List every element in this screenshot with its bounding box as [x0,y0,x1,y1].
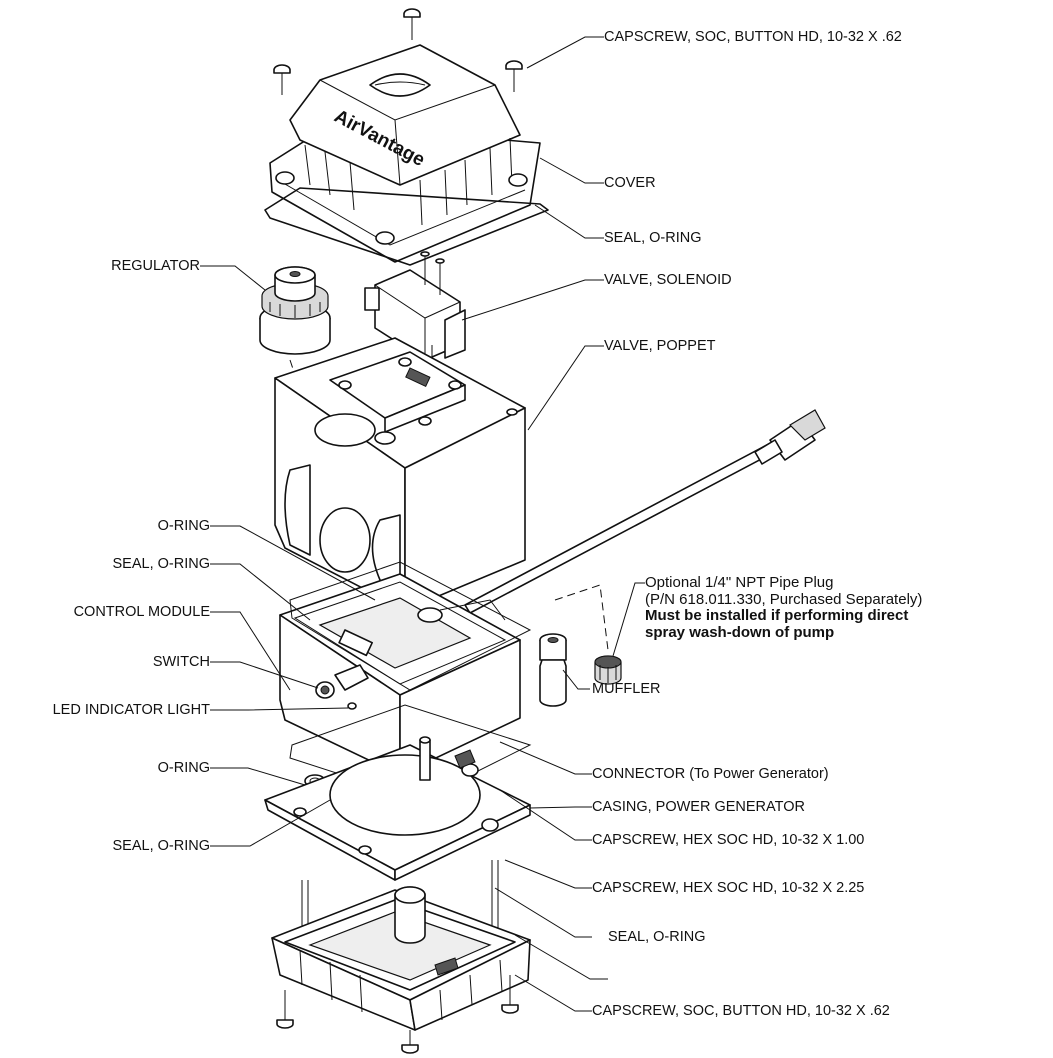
label-valve-poppet: VALVE, POPPET [604,338,716,354]
cover-part: AirVantage [269,44,541,263]
note-line-2: (P/N 618.011.330, Purchased Separately) [645,590,923,608]
label-connector: CONNECTOR (To Power Generator) [592,766,829,782]
casing-power-generator-part [264,736,531,881]
note-line-3: Must be installed if performing direct [645,607,909,624]
label-regulator: REGULATOR [111,258,200,274]
note-line-4: spray wash-down of pump [645,623,835,641]
lower-housing-part [271,886,531,1031]
label-casing: CASING, POWER GENERATOR [592,799,805,815]
plug-axis [554,584,609,651]
pipe-plug-part [594,655,622,685]
label-seal-bottom: SEAL, O-RING [608,929,706,945]
bottom-capscrews [276,975,519,1054]
label-capscrew-top: CAPSCREW, SOC, BUTTON HD, 10-32 X .62 [604,29,902,45]
leader-lines [200,36,645,1012]
label-valve-solenoid: VALVE, SOLENOID [604,272,732,288]
label-cover: COVER [604,175,656,191]
label-led-indicator: LED INDICATOR LIGHT [52,702,210,718]
label-o-ring-2: O-RING [157,760,210,776]
label-seal-oring-left2: SEAL, O-RING [112,838,211,854]
seal-module-top [289,561,532,691]
label-capscrew-100: CAPSCREW, HEX SOC HD, 10-32 X 1.00 [592,832,865,848]
pipe-plug-note: Optional 1/4" NPT Pipe Plug (P/N 618.011… [645,574,923,641]
muffler-part [539,633,567,707]
solenoid-valve-part [364,251,466,380]
label-muffler: MUFFLER [592,681,661,697]
label-seal-oring-left: SEAL, O-RING [112,556,211,572]
cable-part [464,409,826,614]
label-control-module: CONTROL MODULE [73,604,210,620]
regulator-part [259,266,331,355]
poppet-valve-part [274,337,526,611]
label-switch: SWITCH [152,654,210,670]
note-line-1: Optional 1/4" NPT Pipe Plug [645,574,834,591]
label-capscrew-bottom: CAPSCREW, SOC, BUTTON HD, 10-32 X .62 [592,1003,890,1019]
label-seal-top: SEAL, O-RING [604,230,702,246]
label-o-ring-1: O-RING [157,518,210,534]
seal-top [264,187,549,266]
label-capscrew-225: CAPSCREW, HEX SOC HD, 10-32 X 2.25 [592,880,865,896]
